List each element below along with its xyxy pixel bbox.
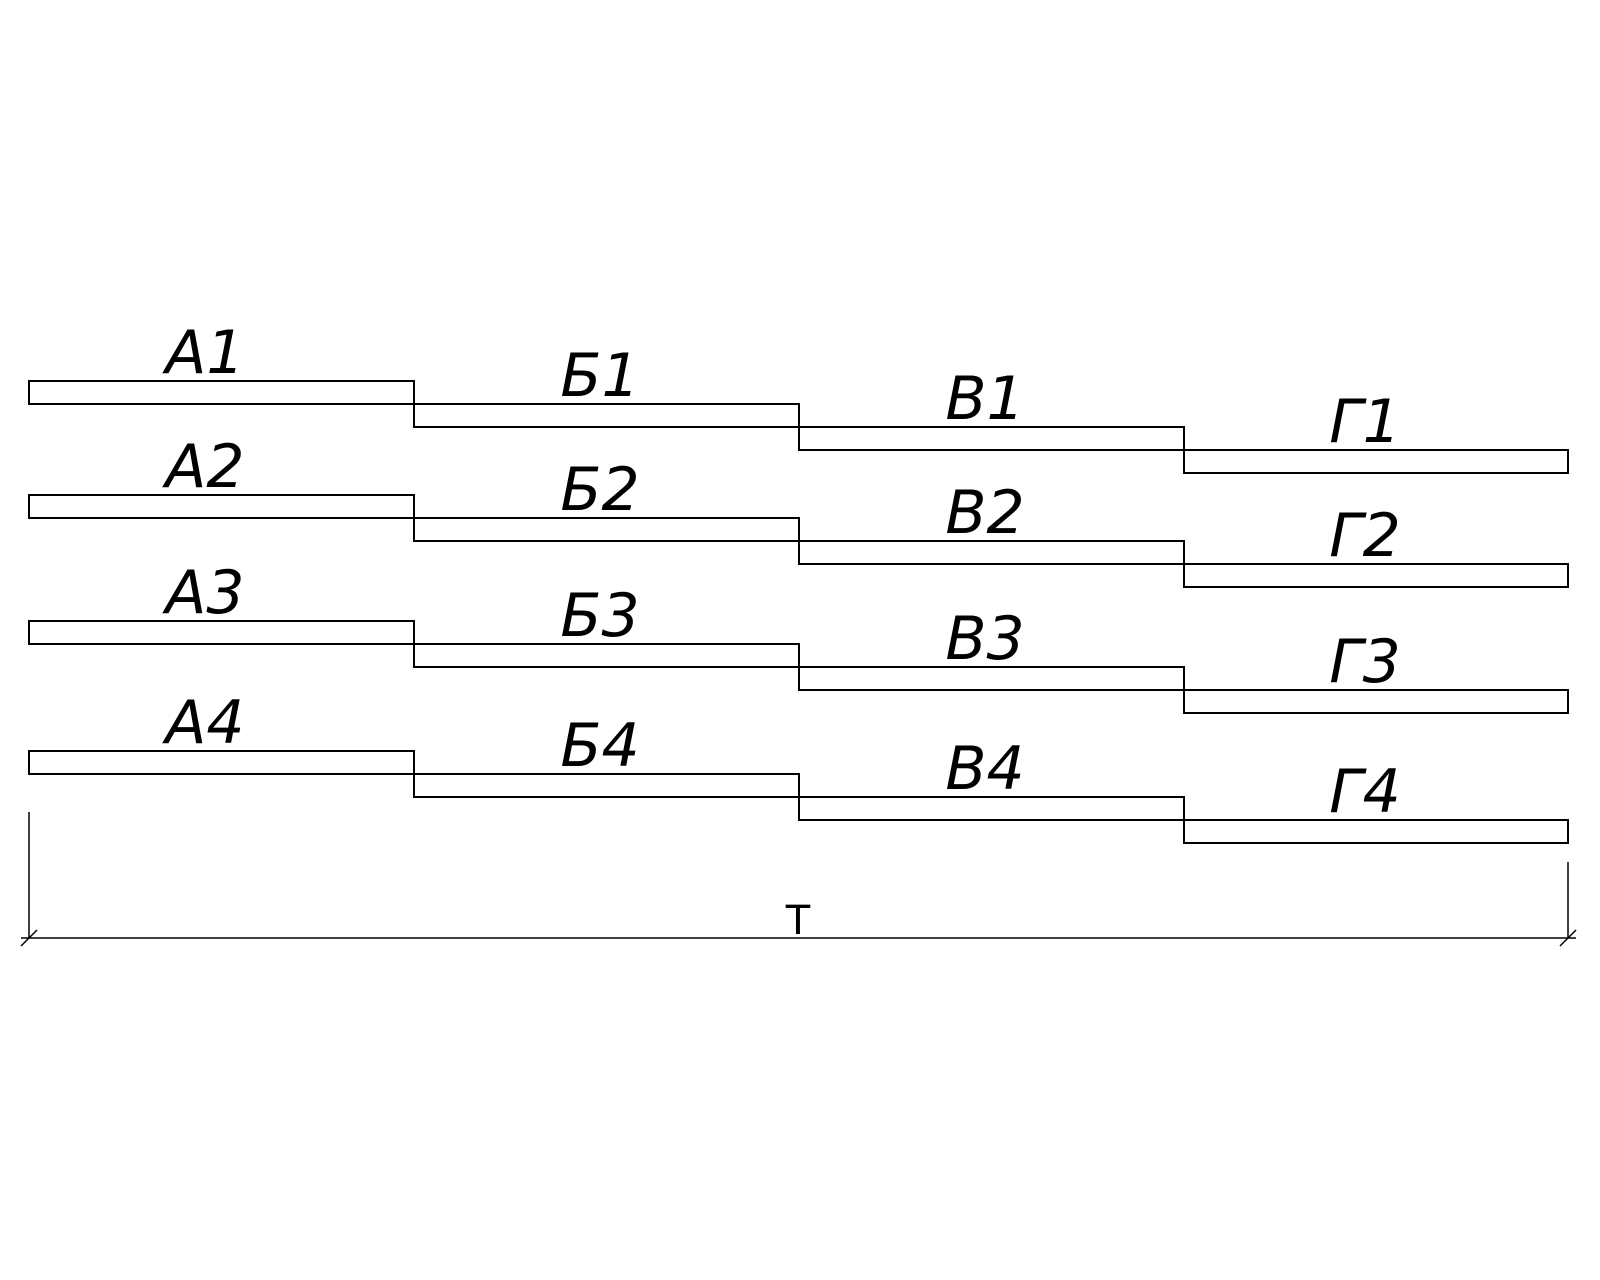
- stage-label-1-2: Б1: [560, 341, 639, 411]
- dimension-tick-right: [1559, 929, 1577, 947]
- dimension-tick-left: [20, 929, 38, 947]
- stage-label-1-1: А1: [161, 318, 244, 388]
- stage-label-2-1: А2: [161, 432, 244, 502]
- stage-bar-2-3: [798, 540, 1185, 565]
- stage-label-2-2: Б2: [560, 455, 639, 525]
- stage-label-3-3: В3: [945, 604, 1024, 674]
- stage-bar-4-3: [798, 796, 1185, 821]
- stage-bar-4-2: [413, 773, 800, 798]
- total-duration-dimension: T: [20, 812, 1577, 947]
- stage-bar-2-1: [28, 494, 415, 519]
- stage-bar-1-1: [28, 380, 415, 405]
- stage-bar-3-2: [413, 643, 800, 668]
- dimension-label: T: [785, 898, 811, 944]
- stage-bar-3-4: [1183, 689, 1569, 714]
- stage-label-2-4: Г2: [1329, 501, 1401, 571]
- stage-bar-1-4: [1183, 449, 1569, 474]
- stage-label-3-4: Г3: [1329, 627, 1401, 697]
- stage-label-4-1: А4: [161, 688, 244, 758]
- stage-bar-3-1: [28, 620, 415, 645]
- stage-bar-4-4: [1183, 819, 1569, 844]
- stage-bar-2-4: [1183, 563, 1569, 588]
- stage-bar-2-2: [413, 517, 800, 542]
- stage-label-2-3: В2: [945, 478, 1024, 548]
- stage-label-1-3: В1: [945, 364, 1024, 434]
- stage-bar-1-2: [413, 403, 800, 428]
- stage-bar-1-3: [798, 426, 1185, 451]
- stage-bar-3-3: [798, 666, 1185, 691]
- stage-label-4-3: В4: [945, 734, 1024, 804]
- stage-bar-4-1: [28, 750, 415, 775]
- stage-label-1-4: Г1: [1329, 387, 1401, 457]
- stage-bars: [28, 380, 1569, 844]
- stage-label-3-1: А3: [161, 558, 244, 628]
- stage-label-4-4: Г4: [1329, 757, 1401, 827]
- stage-label-4-2: Б4: [560, 711, 639, 781]
- stage-label-3-2: Б3: [560, 581, 639, 651]
